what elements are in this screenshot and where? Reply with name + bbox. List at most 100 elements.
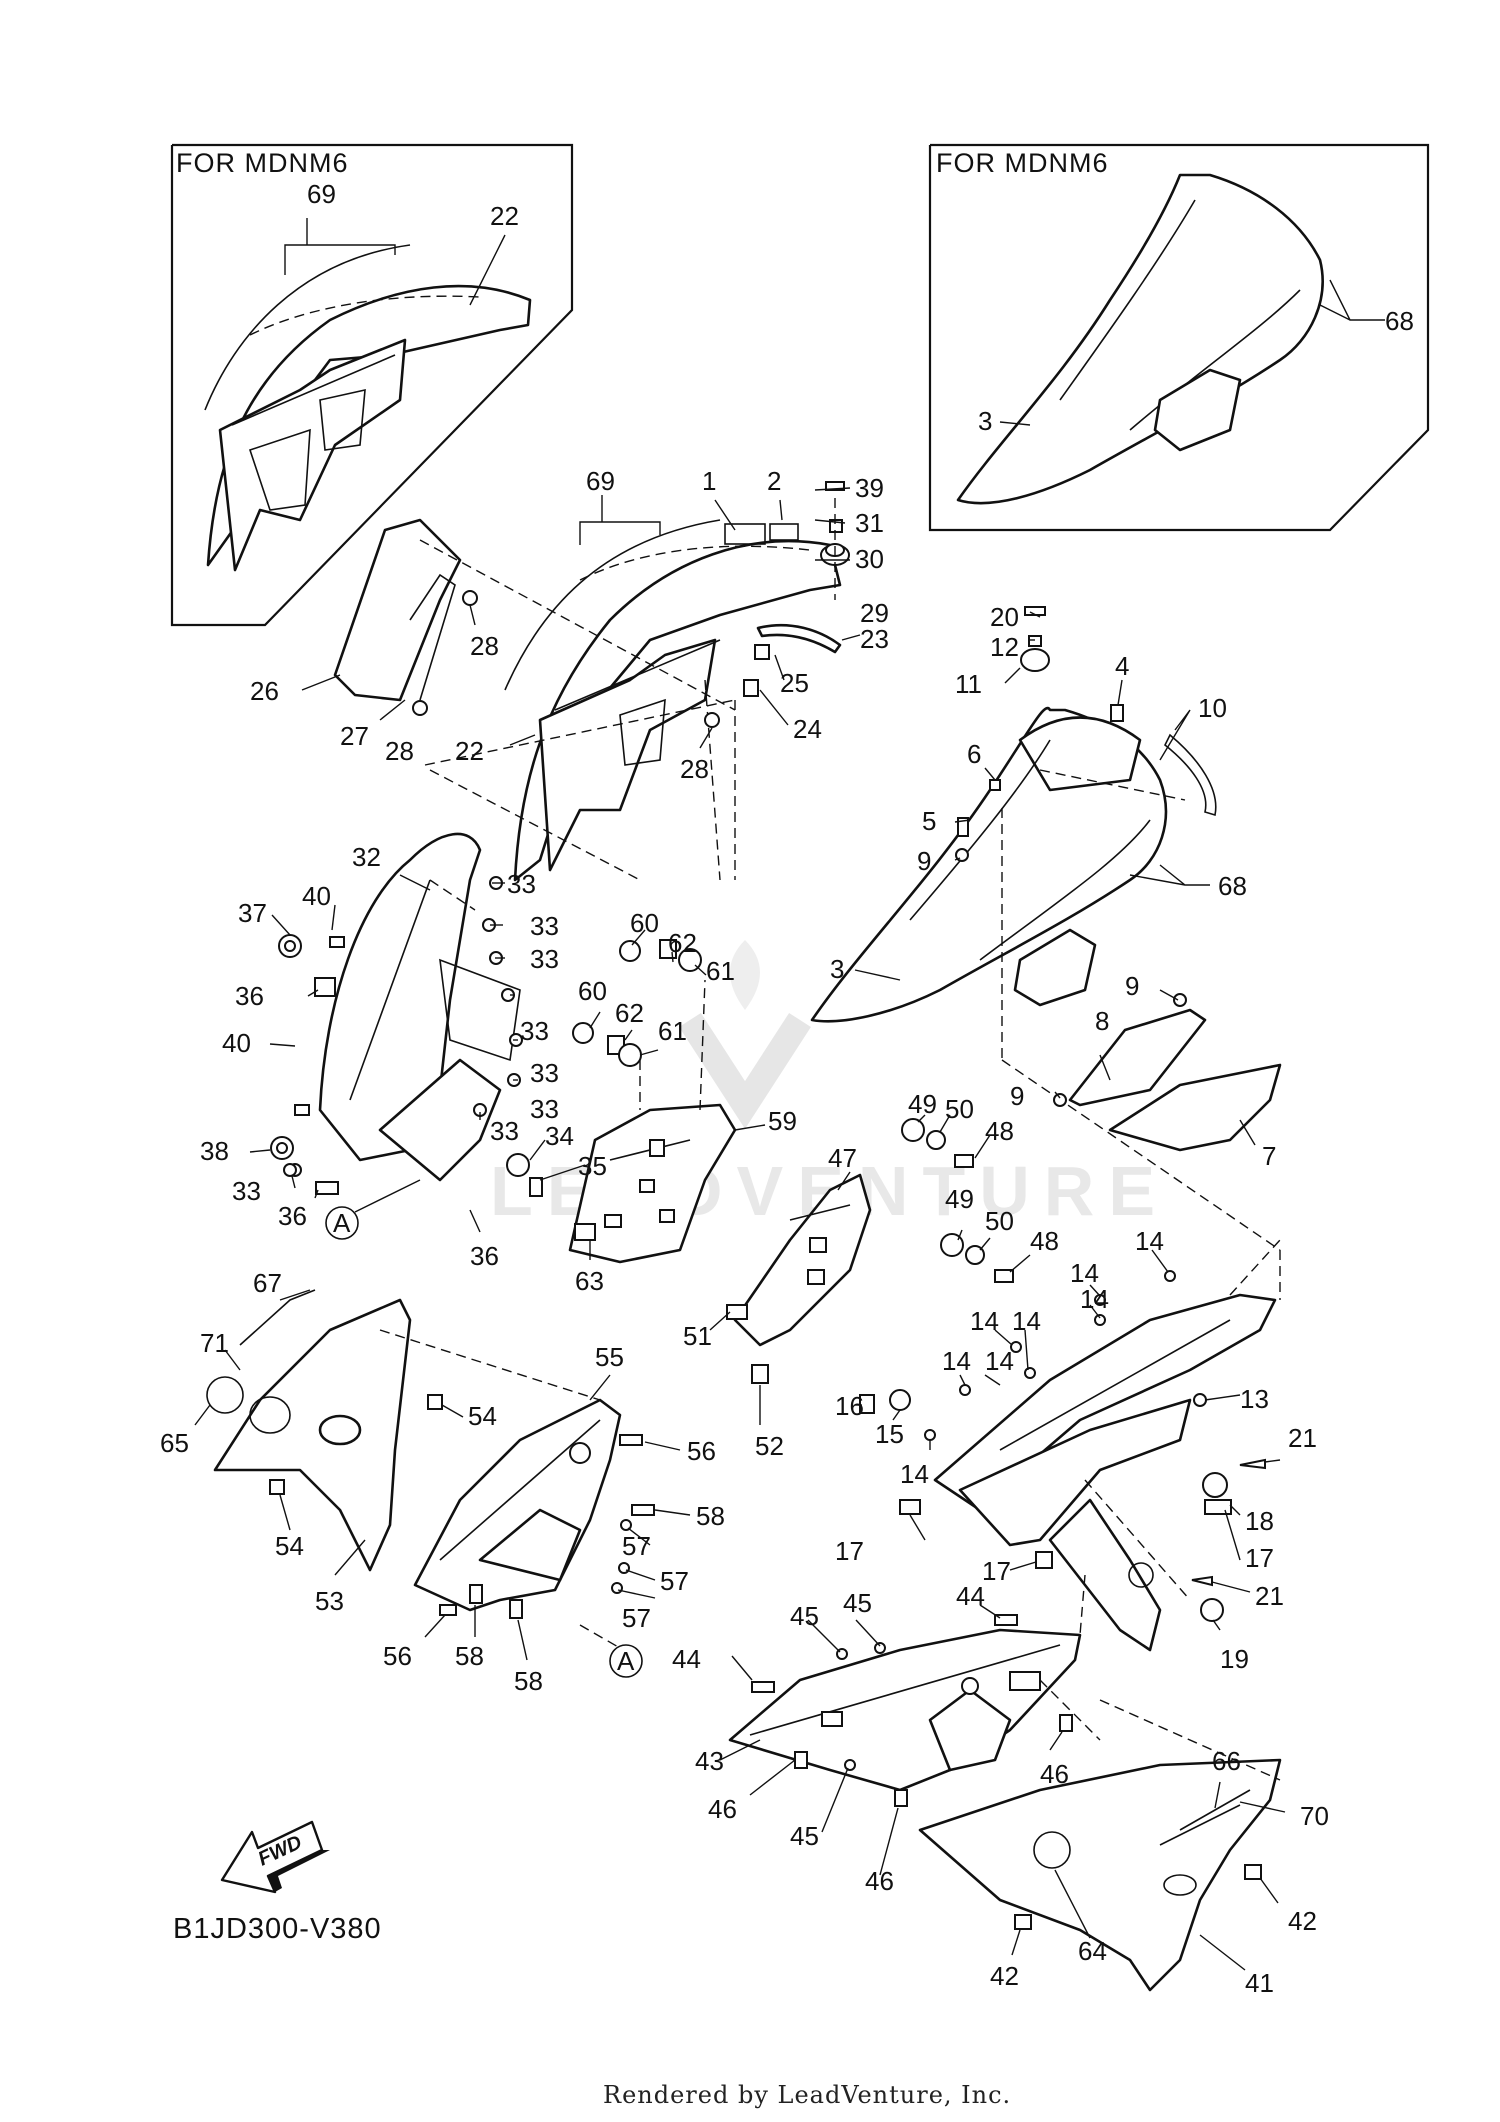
- callout-47: 47: [828, 1143, 857, 1173]
- callout-58a: 58: [696, 1501, 725, 1531]
- fwd-arrow: FWD: [220, 1820, 330, 1894]
- callout-45c: 45: [790, 1821, 819, 1851]
- fender-assembly: [333, 481, 850, 882]
- callout-7: 7: [1262, 1141, 1276, 1171]
- callout-55: 55: [595, 1342, 624, 1372]
- callout-33a: 33: [507, 869, 536, 899]
- callout-17b: 17: [835, 1536, 864, 1566]
- callout-11: 11: [955, 669, 982, 699]
- callout-17c: 17: [982, 1556, 1011, 1586]
- leader-lines: [194, 218, 1385, 1971]
- marker-a-upper: [325, 1206, 359, 1240]
- callout-32: 32: [352, 842, 381, 872]
- callout-28b: 28: [385, 736, 414, 766]
- side-cover-53: [213, 1298, 412, 1572]
- callout-62a: 62: [668, 928, 697, 958]
- cowl-mesh-8: [1068, 1008, 1207, 1107]
- callout-33b: 33: [530, 911, 559, 941]
- callout-34: 34: [545, 1121, 574, 1151]
- callout-53: 53: [315, 1586, 344, 1616]
- callout-labels: 69 22 68 3 69 1 2 39 31 30 29 23 25 24 2…: [160, 179, 1414, 1998]
- callout-45b: 45: [843, 1588, 872, 1618]
- fender-bracket: [333, 518, 462, 702]
- callout-19: 19: [1220, 1644, 1249, 1674]
- callout-4: 4: [1115, 651, 1129, 681]
- inner-panel-assembly: A: [270, 769, 641, 1240]
- callout-36a: 36: [235, 981, 264, 1011]
- callout-23: 23: [860, 624, 889, 654]
- callout-14a: 14: [1135, 1226, 1164, 1256]
- callout-54a: 54: [468, 1401, 497, 1431]
- fender-graphic: [504, 519, 721, 691]
- callout-52: 52: [755, 1431, 784, 1461]
- callout-45a: 45: [790, 1601, 819, 1631]
- bracket-47-assembly: [726, 1118, 1014, 1414]
- callout-64: 64: [1078, 1936, 1107, 1966]
- callout-14b: 14: [1070, 1258, 1099, 1288]
- callout-9c: 9: [1010, 1081, 1024, 1111]
- callout-9b: 9: [1125, 971, 1139, 1001]
- bracket-59-assembly: [568, 939, 737, 1264]
- callout-56a: 56: [687, 1436, 716, 1466]
- callout-26: 26: [250, 676, 279, 706]
- callout-9a: 9: [917, 846, 931, 876]
- fender-graphic-inset: [204, 244, 411, 411]
- callout-68b: 68: [1218, 871, 1247, 901]
- callout-39: 39: [855, 473, 884, 503]
- callout-30: 30: [855, 544, 884, 574]
- callout-29: 29: [860, 598, 889, 628]
- callout-66: 66: [1212, 1746, 1241, 1776]
- callout-37: 37: [238, 898, 267, 928]
- callout-14f: 14: [942, 1346, 971, 1376]
- callout-49b: 49: [945, 1184, 974, 1214]
- callout-28a: 28: [470, 631, 499, 661]
- callout-31: 31: [855, 508, 884, 538]
- inset-left: FOR MDNM6: [170, 143, 574, 627]
- callout-14g: 14: [985, 1346, 1014, 1376]
- callout-65: 65: [160, 1428, 189, 1458]
- callout-16: 16: [835, 1391, 864, 1421]
- callout-42a: 42: [1288, 1906, 1317, 1936]
- callout-33e: 33: [530, 1058, 559, 1088]
- callout-10: 10: [1198, 693, 1227, 723]
- emblem-65: [206, 1376, 244, 1414]
- callout-2: 2: [767, 466, 781, 496]
- callout-40a: 40: [302, 881, 331, 911]
- inset-right: FOR MDNM6: [928, 143, 1430, 532]
- side-cover-55: [413, 1398, 622, 1612]
- callout-36b: 36: [278, 1201, 307, 1231]
- side-cowl-41: [918, 1758, 1282, 1992]
- callout-33g: 33: [490, 1116, 519, 1146]
- callout-46a: 46: [1040, 1759, 1069, 1789]
- svg-text:A: A: [617, 1646, 635, 1676]
- callout-14e: 14: [1012, 1306, 1041, 1336]
- callout-24: 24: [793, 714, 822, 744]
- side-cowl-41-assembly: [918, 1758, 1282, 1992]
- callout-50a: 50: [945, 1094, 974, 1124]
- guide-lines: [424, 699, 1281, 1781]
- callout-61a: 61: [706, 956, 735, 986]
- callout-22b: 22: [455, 736, 484, 766]
- callout-43: 43: [695, 1746, 724, 1776]
- front-cowl-assembly: [810, 606, 1282, 1251]
- callout-13: 13: [1240, 1384, 1269, 1414]
- callout-63: 63: [575, 1266, 604, 1296]
- callout-36c: 36: [470, 1241, 499, 1271]
- callout-60a: 60: [630, 908, 659, 938]
- callout-15: 15: [875, 1419, 904, 1449]
- callout-42b: 42: [990, 1961, 1019, 1991]
- fender-inner-panel: [218, 338, 407, 572]
- callout-60b: 60: [578, 976, 607, 1006]
- front-cowl-inset: [956, 173, 1324, 505]
- callout-20: 20: [990, 602, 1019, 632]
- callout-49a: 49: [908, 1089, 937, 1119]
- callout-33d: 33: [520, 1016, 549, 1046]
- callout-14c: 14: [1080, 1284, 1109, 1314]
- callout-22a: 22: [490, 201, 519, 231]
- reference-code: B1JD300-V380: [173, 1913, 382, 1945]
- callout-58c: 58: [514, 1666, 543, 1696]
- callout-44b: 44: [672, 1644, 701, 1674]
- callout-28c: 28: [680, 754, 709, 784]
- inset-right-title: FOR MDNM6: [936, 148, 1109, 178]
